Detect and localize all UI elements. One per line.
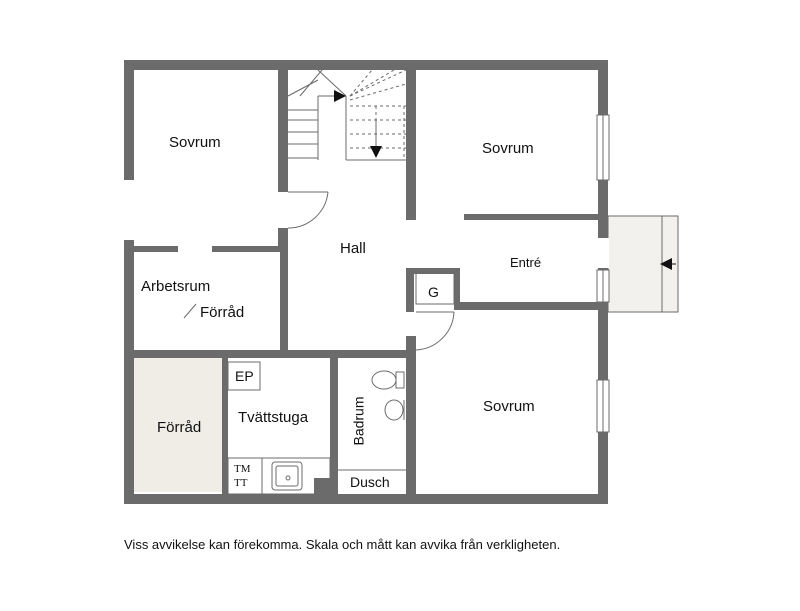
room-label-forrad: Förråd: [200, 304, 245, 321]
forrad-fill: [134, 358, 222, 492]
interior-walls: [134, 70, 598, 494]
room-label-sovrum: Sovrum: [169, 134, 221, 151]
windows: [123, 114, 610, 433]
staircase: [287, 69, 407, 161]
tt-label: TT: [234, 477, 248, 489]
tm-label: TM: [234, 463, 251, 475]
room-label-sovrum: Sovrum: [482, 140, 534, 157]
disclaimer-text: Viss avvikelse kan förekomma. Skala och …: [124, 537, 561, 552]
entry-arrow-icon: [660, 258, 676, 270]
room-label-arbetsrum: Arbetsrum: [141, 278, 211, 295]
room-label-dusch: Dusch: [350, 474, 390, 490]
room-label-hall: Hall: [340, 240, 366, 257]
g-label: G: [428, 284, 439, 300]
doors: [183, 191, 455, 351]
fixtures: [227, 271, 455, 495]
room-label-badrum: Badrum: [350, 396, 367, 446]
room-label-forrad: Förråd: [157, 419, 202, 436]
room-label-sovrum: Sovrum: [483, 398, 535, 415]
room-label-tvattstuga: Tvättstuga: [238, 409, 309, 426]
ep-label: EP: [235, 368, 254, 384]
room-label-entre: Entré: [510, 255, 542, 270]
